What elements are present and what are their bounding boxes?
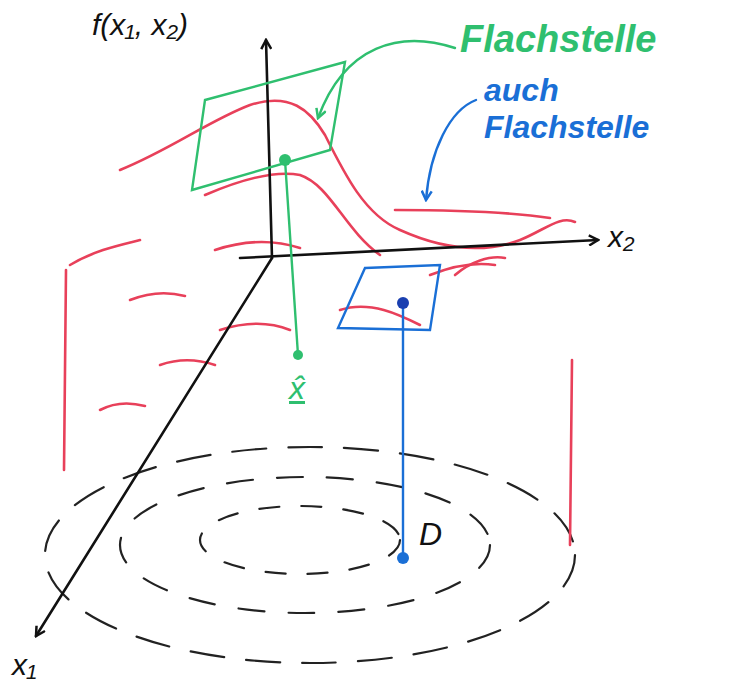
axis-label: x₂ (608, 220, 634, 255)
axis-label: f(x₁, x₂) (92, 8, 188, 43)
point-label: x̂ (286, 370, 308, 407)
flat-point-label: Flachstelle (460, 18, 656, 62)
domain-label: D (416, 516, 445, 553)
axis-label: x₁ (12, 648, 36, 683)
flat-point-label: auch Flachstelle (484, 72, 724, 146)
